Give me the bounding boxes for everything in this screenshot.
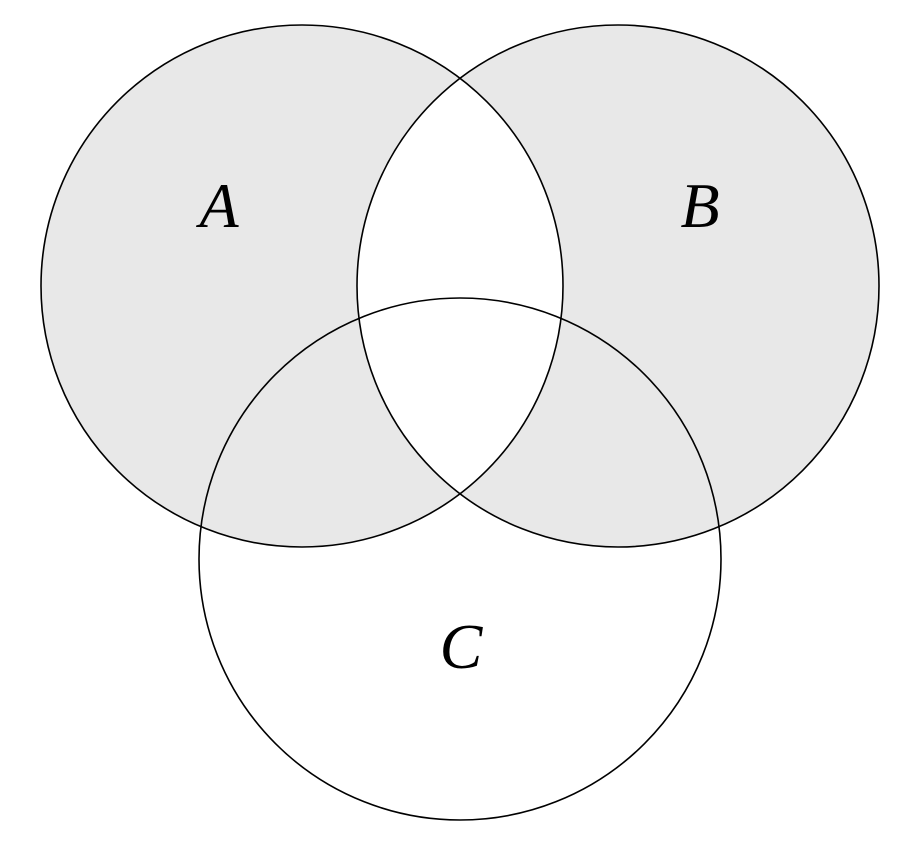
circle-b — [356, 24, 880, 548]
shaded-region-a-xor-b — [40, 24, 879, 548]
circle-a — [40, 24, 564, 548]
label-set-a: A — [195, 170, 239, 241]
circle-c — [198, 297, 722, 821]
label-set-b: B — [680, 170, 719, 241]
label-set-c: C — [440, 611, 484, 682]
